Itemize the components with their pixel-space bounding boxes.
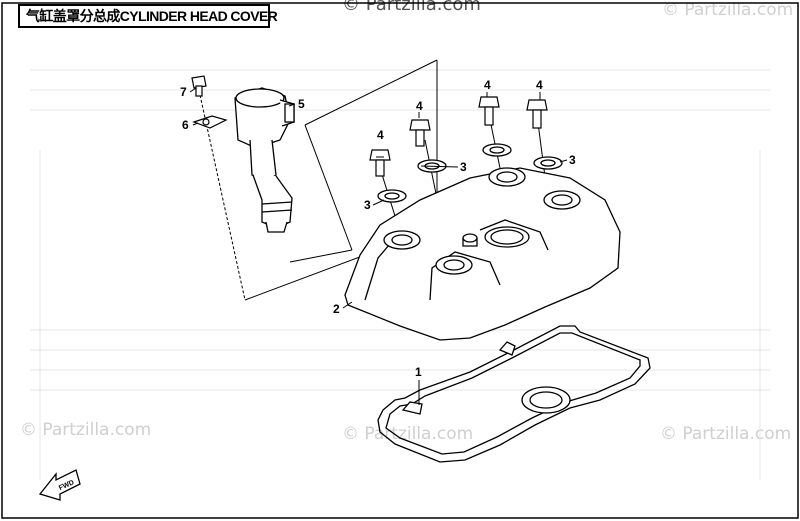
cover-gasket xyxy=(377,325,651,463)
watermark-bottom-center: © Partzilla.com xyxy=(342,424,474,444)
coil-bolt-and-clip xyxy=(191,75,228,129)
watermark-bottom-left: © Partzilla.com xyxy=(20,420,152,440)
callout-5: 5 xyxy=(298,97,305,111)
diagram-title-box: 气缸盖罩分总成CYLINDER HEAD COVER xyxy=(18,4,278,28)
watermark-bottom-right: © Partzilla.com xyxy=(660,424,792,444)
cover-bolts xyxy=(369,96,548,177)
callout-2: 2 xyxy=(333,302,340,316)
callout-1: 1 xyxy=(415,365,422,379)
callout-3c: 3 xyxy=(569,153,576,167)
watermark-top-right: © Partzilla.com xyxy=(662,0,794,20)
callout-4c: 4 xyxy=(484,78,491,92)
callout-4b: 4 xyxy=(416,99,423,113)
callout-6: 6 xyxy=(182,118,189,132)
background-contours xyxy=(30,69,770,480)
seal-washers xyxy=(377,143,563,203)
ignition-coil xyxy=(234,87,295,233)
callout-3b: 3 xyxy=(460,160,467,174)
cylinder-head-cover xyxy=(344,167,621,341)
diagram-title: 气缸盖罩分总成CYLINDER HEAD COVER xyxy=(26,8,278,24)
callout-4a: 4 xyxy=(377,128,384,142)
callout-4d: 4 xyxy=(536,78,543,92)
fwd-arrow-icon: FWD xyxy=(38,469,81,501)
callout-3a: 3 xyxy=(364,198,371,212)
callout-7: 7 xyxy=(180,85,187,99)
callout-leaders xyxy=(189,87,568,405)
